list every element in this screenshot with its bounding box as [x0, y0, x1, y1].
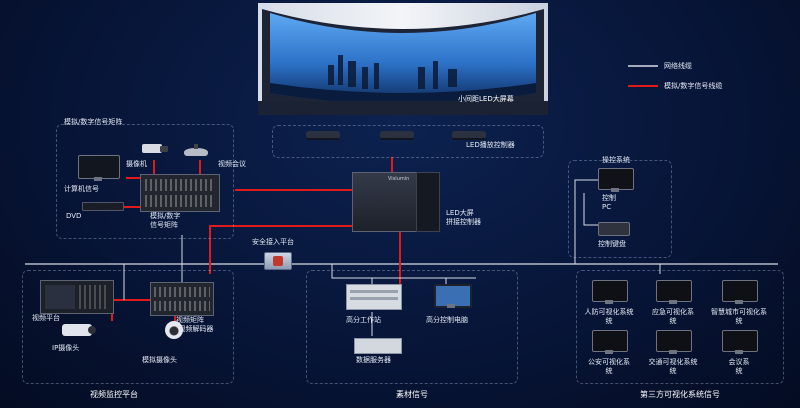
- workstation-label: 高分工作站: [346, 316, 381, 324]
- dvd-device: [82, 202, 124, 211]
- led-controller-group: [272, 125, 544, 158]
- video-decoder-device: [150, 282, 214, 316]
- camera-device: [142, 142, 168, 154]
- third-party-monitor: [722, 280, 758, 304]
- third-party-monitor: [722, 330, 758, 354]
- camera-label: 摄像机: [126, 160, 147, 168]
- third-party-system-label: 应急可视化系 统: [652, 308, 694, 325]
- dvd-label: DVD: [66, 212, 82, 220]
- video-conf-device: [184, 144, 208, 156]
- splicer-brand: Vislumin: [388, 176, 410, 182]
- third-party-box: [576, 270, 784, 384]
- splicer-label: LED大屏 拼接控制器: [446, 209, 481, 226]
- db-server-label: 数据服务器: [356, 356, 391, 364]
- control-system-box: [568, 160, 672, 258]
- control-pc-material-label: 高分控制电脑: [426, 316, 468, 324]
- third-party-system-label: 交通可视化系统 统: [648, 358, 698, 375]
- security-gateway-icon: [264, 252, 292, 270]
- legend-signal-label: 模拟/数字信号线缆: [664, 82, 723, 90]
- ip-camera-device: [62, 322, 96, 336]
- third-party-system-label: 会议系 统: [728, 358, 750, 375]
- signal-matrix-label: 模拟/数字 信号矩阵: [150, 212, 181, 229]
- material-title: 素材信号: [396, 390, 428, 399]
- material-box: [306, 270, 518, 384]
- video-platform-box: [22, 270, 234, 384]
- control-keyboard-label: 控制键盘: [598, 240, 626, 248]
- computer-monitor: [78, 155, 120, 183]
- video-conf-label: 视频会议: [218, 160, 246, 168]
- video-platform-title: 视频监控平台: [90, 390, 138, 399]
- third-party-monitor: [592, 330, 628, 354]
- led-controller-3: [452, 131, 486, 140]
- legend-network-label: 网络线缆: [664, 62, 692, 70]
- control-keyboard-device: [598, 222, 630, 236]
- third-party-monitor: [656, 330, 692, 354]
- control-pc-monitor: [598, 168, 634, 192]
- analog-camera-device: [165, 321, 183, 339]
- video-decoder-label: 视频矩阵 /视频解码器: [176, 316, 214, 333]
- led-controller-label: LED播放控制器: [466, 141, 515, 149]
- control-pc-label: 控制 PC: [602, 194, 616, 211]
- led-wall-caption: 小间距LED大屏幕: [458, 95, 514, 103]
- computer-signal-label: 计算机信号: [64, 185, 99, 193]
- led-wall-graphic: [258, 3, 548, 115]
- third-party-system-label: 人防可视化系统 统: [584, 308, 634, 325]
- workstation-device: [346, 284, 402, 310]
- signal-lines: [111, 157, 401, 322]
- splicer-device: Vislumin: [352, 172, 442, 232]
- third-party-system-label: 公安可视化系 统: [588, 358, 630, 375]
- led-wall: 小间距LED大屏幕: [258, 3, 548, 115]
- ip-camera-label: IP摄像头: [52, 344, 80, 352]
- third-party-monitor: [656, 280, 692, 304]
- matrix-group-box: [56, 124, 234, 239]
- analog-camera-label: 模拟摄像头: [142, 356, 177, 364]
- third-party-monitor: [592, 280, 628, 304]
- video-platform-device: [40, 280, 114, 314]
- db-server-device: [354, 338, 402, 354]
- video-platform-device-label: 视频平台: [32, 314, 60, 322]
- security-gateway-label: 安全接入平台: [252, 238, 294, 246]
- matrix-group-title: 模拟/数字信号矩阵: [64, 118, 123, 126]
- control-pc-material-device: [434, 284, 472, 308]
- control-system-title: 操控系统: [602, 156, 630, 164]
- third-party-system-label: 智慧城市可视化系 统: [711, 308, 767, 325]
- third-party-title: 第三方可视化系统信号: [640, 390, 720, 399]
- led-controller-1: [306, 131, 340, 140]
- signal-matrix-device: [140, 174, 220, 212]
- led-controller-2: [380, 131, 414, 140]
